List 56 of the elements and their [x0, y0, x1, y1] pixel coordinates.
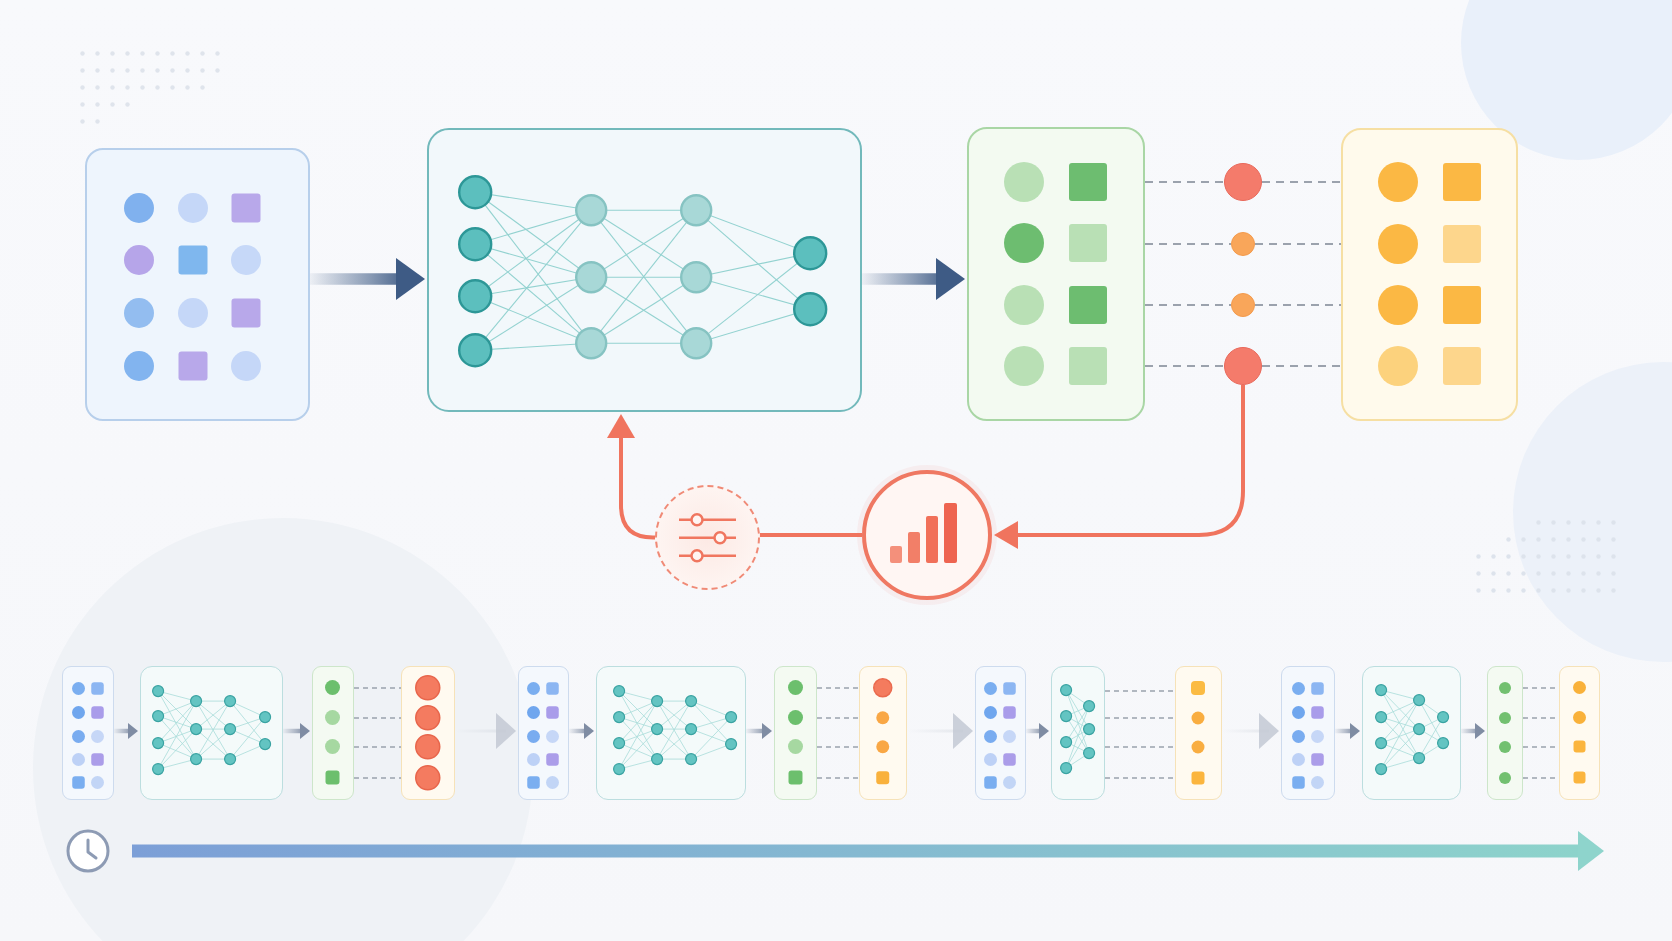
error-dot — [1231, 232, 1255, 256]
dashed-line — [1262, 180, 1341, 184]
dashed-line — [1255, 303, 1341, 307]
dashed-line — [1104, 717, 1176, 719]
error-dot — [1231, 293, 1255, 317]
prediction-panel — [1487, 666, 1523, 800]
arrow — [569, 723, 594, 739]
error-dot — [1224, 163, 1262, 201]
input-data-panel — [1281, 666, 1335, 800]
neural-network-panel — [140, 666, 283, 800]
input-data-panel — [62, 666, 114, 800]
target-panel — [401, 666, 455, 800]
dashed-line — [1104, 690, 1176, 692]
dashed-line — [1104, 777, 1176, 779]
input-data-panel — [975, 666, 1026, 800]
error-dot — [1224, 347, 1262, 385]
input-data-panel — [518, 666, 569, 800]
dashed-line — [1255, 242, 1341, 246]
target-panel — [859, 666, 907, 800]
dashed-line — [1104, 746, 1176, 748]
dashed-line — [816, 717, 860, 719]
arrow — [746, 723, 772, 739]
dashed-line — [353, 777, 402, 779]
loss-circle — [862, 470, 992, 600]
input-data-panel — [85, 148, 310, 421]
target-panel — [1175, 666, 1222, 800]
dashed-line — [1145, 180, 1224, 184]
arrow — [994, 385, 1245, 549]
dashed-line — [816, 777, 860, 779]
arrow — [862, 258, 965, 300]
arrow — [1461, 723, 1485, 739]
neural-network-panel — [1051, 666, 1105, 800]
neural-network-panel — [427, 128, 862, 412]
dashed-line — [1145, 242, 1231, 246]
dashed-line — [816, 687, 860, 689]
dashed-line — [353, 717, 402, 719]
arrow — [1335, 723, 1360, 739]
target-panel — [1341, 128, 1518, 421]
dashed-line — [816, 746, 860, 748]
prediction-panel — [312, 666, 354, 800]
target-panel — [1559, 666, 1600, 800]
arrow — [114, 723, 138, 739]
prediction-panel — [967, 127, 1145, 421]
neural-network-panel — [596, 666, 746, 800]
connector-line — [759, 533, 862, 537]
dashed-line — [1145, 303, 1231, 307]
arrow — [607, 414, 656, 540]
dashed-line — [353, 746, 402, 748]
dashed-line — [353, 687, 402, 689]
arrow — [310, 258, 425, 300]
neural-network-panel — [1362, 666, 1461, 800]
dashed-line — [1262, 364, 1341, 368]
arrow — [1026, 723, 1049, 739]
dashed-line — [1145, 364, 1224, 368]
arrow — [283, 723, 310, 739]
prediction-panel — [774, 666, 817, 800]
